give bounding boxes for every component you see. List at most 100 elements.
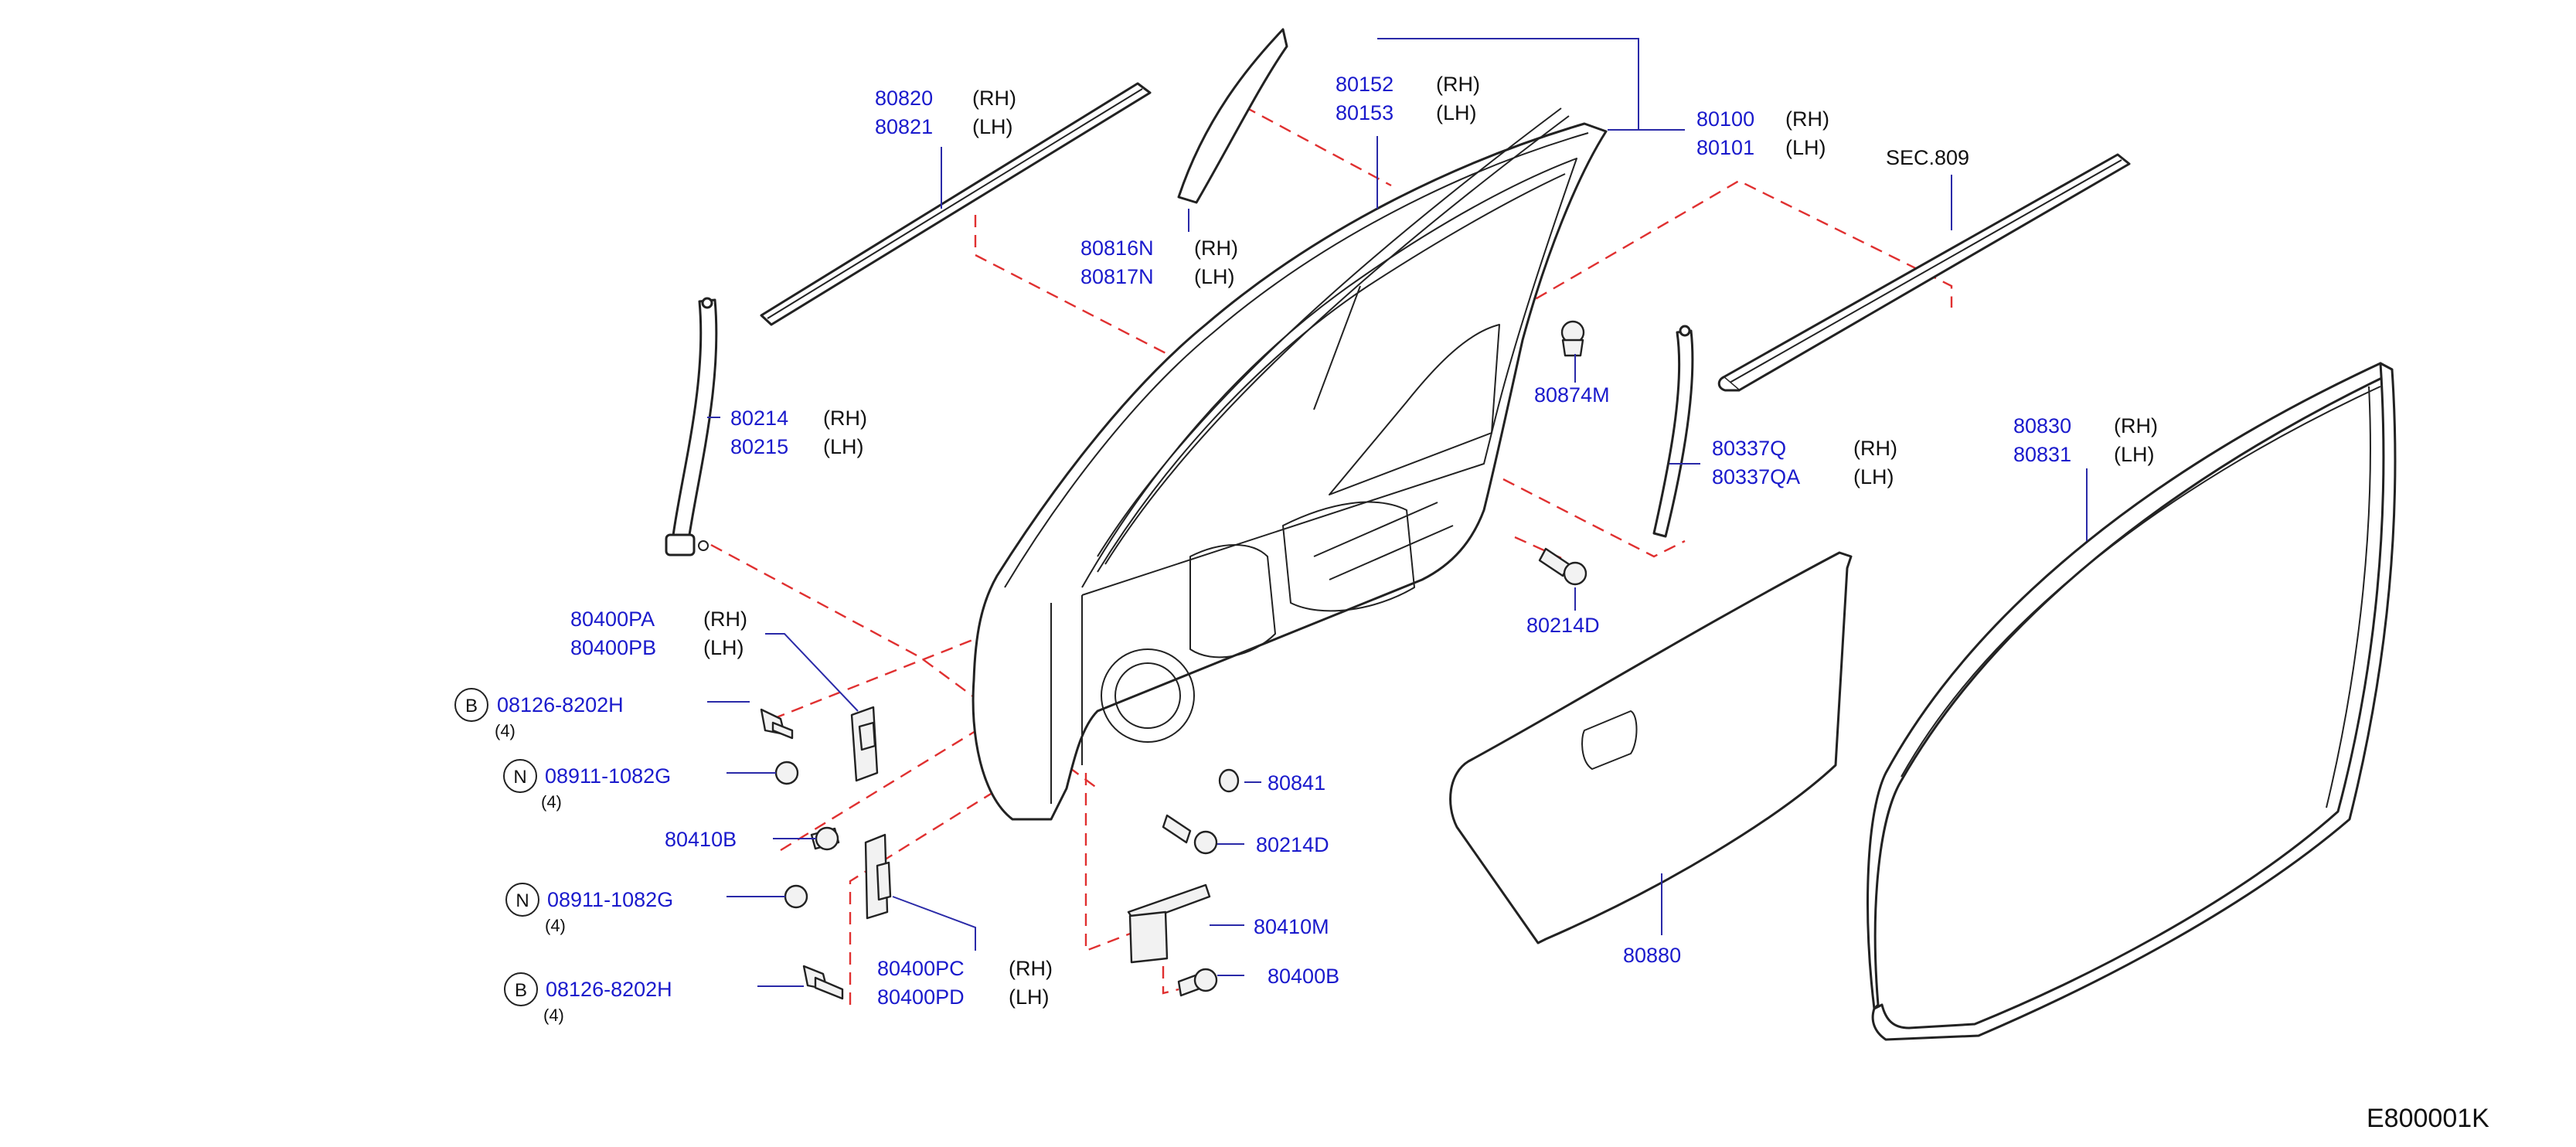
side-rh: (RH) bbox=[1009, 957, 1053, 980]
label-sec809[interactable]: SEC.809 bbox=[1886, 146, 1969, 169]
plug-80841 bbox=[1218, 768, 1240, 793]
part-number-80337QA: 80337QA bbox=[1712, 465, 1800, 488]
letter-circle bbox=[505, 883, 539, 917]
letter-circle bbox=[504, 972, 538, 1006]
side-lh: (LH) bbox=[972, 115, 1013, 138]
label-80100[interactable]: 80100 (RH) 80101 (LH) bbox=[1696, 107, 1829, 159]
part-number-80152: 80152 bbox=[1336, 73, 1393, 96]
part-number-80410B: 80410B bbox=[665, 828, 737, 851]
side-rh: (RH) bbox=[823, 407, 867, 430]
label-80830[interactable]: 80830 (RH) 80831 (LH) bbox=[2013, 414, 2158, 466]
part-number-80400PD: 80400PD bbox=[877, 985, 965, 1009]
diagram-reference-code: E800001K bbox=[2367, 1104, 2489, 1133]
bolt-08126-bottom bbox=[802, 965, 844, 1000]
side-rh: (RH) bbox=[1853, 437, 1897, 460]
label-80214D-top[interactable]: 80214D bbox=[1526, 614, 1600, 637]
door-sealing-screen-80880 bbox=[1449, 551, 1853, 944]
part-number-80410M: 80410M bbox=[1254, 915, 1329, 938]
nut-08911-top bbox=[774, 761, 799, 785]
part-number-80874M: 80874M bbox=[1534, 383, 1610, 407]
part-number-80337Q: 80337Q bbox=[1712, 437, 1786, 460]
part-number-80817N: 80817N bbox=[1080, 265, 1154, 288]
label-80400PA[interactable]: 80400PA (RH) 80400PB (LH) bbox=[570, 608, 747, 659]
part-number-80214: 80214 bbox=[730, 407, 788, 430]
part-number-80400PC: 80400PC bbox=[877, 957, 965, 980]
part-number-80880: 80880 bbox=[1623, 944, 1681, 967]
side-rh: (RH) bbox=[1785, 107, 1829, 131]
glass-run-80152 bbox=[1097, 107, 1570, 565]
label-80874M[interactable]: 80874M bbox=[1534, 383, 1610, 407]
label-80410M[interactable]: 80410M bbox=[1254, 915, 1329, 938]
side-rh: (RH) bbox=[2114, 414, 2158, 437]
label-80820[interactable]: 80820 (RH) 80821 (LH) bbox=[875, 87, 1016, 138]
part-number-80400B: 80400B bbox=[1268, 965, 1339, 988]
part-number-80215: 80215 bbox=[730, 435, 788, 458]
part-number-80841: 80841 bbox=[1268, 771, 1325, 795]
part-number-80821: 80821 bbox=[875, 115, 933, 138]
bolt-80214D-bottom bbox=[1162, 814, 1218, 855]
section-reference: SEC.809 bbox=[1886, 146, 1969, 169]
label-80337Q[interactable]: 80337Q (RH) 80337QA (LH) bbox=[1712, 437, 1897, 488]
leader-lines bbox=[707, 38, 2088, 987]
part-number-80830: 80830 bbox=[2013, 414, 2071, 437]
side-rh: (RH) bbox=[1194, 237, 1238, 260]
part-number-80820: 80820 bbox=[875, 87, 933, 110]
part-number-08126-8202H: 08126-8202H bbox=[497, 693, 624, 716]
label-80152[interactable]: 80152 (RH) 80153 (LH) bbox=[1336, 73, 1480, 124]
rear-sash-80337Q bbox=[1652, 325, 1694, 538]
bolt-80214D-top bbox=[1538, 547, 1587, 586]
side-lh: (LH) bbox=[1436, 101, 1477, 124]
bolt-80410B bbox=[810, 826, 840, 851]
label-80880[interactable]: 80880 bbox=[1623, 944, 1681, 967]
label-08126-top[interactable]: B 08126-8202H (4) bbox=[454, 688, 624, 740]
door-weatherstrip-80830 bbox=[1866, 362, 2397, 1041]
part-number-80400PB: 80400PB bbox=[570, 636, 656, 659]
label-08911-top[interactable]: N 08911-1082G (4) bbox=[503, 759, 671, 812]
side-rh: (RH) bbox=[972, 87, 1016, 110]
letter-circle bbox=[454, 688, 488, 722]
label-80214[interactable]: 80214 (RH) 80215 (LH) bbox=[730, 407, 867, 458]
part-number-08126-8202H: 08126-8202H bbox=[546, 978, 672, 1001]
label-80816N[interactable]: 80816N (RH) 80817N (LH) bbox=[1080, 237, 1238, 288]
letter-circle bbox=[503, 759, 537, 793]
label-80400PC[interactable]: 80400PC (RH) 80400PD (LH) bbox=[877, 957, 1053, 1009]
circle-letter: B bbox=[465, 696, 478, 716]
label-08126-bottom[interactable]: B 08126-8202H (4) bbox=[504, 972, 672, 1025]
bolt-80400B bbox=[1177, 968, 1218, 997]
part-number-08911-1082G: 08911-1082G bbox=[545, 764, 671, 788]
circle-letter: B bbox=[515, 980, 527, 1001]
quantity: (4) bbox=[541, 792, 562, 812]
part-number-80816N: 80816N bbox=[1080, 237, 1154, 260]
door-shell[interactable] bbox=[972, 122, 1608, 821]
check-link-80410M bbox=[1127, 883, 1211, 964]
part-number-80101: 80101 bbox=[1696, 136, 1754, 159]
hinge-80400PA bbox=[850, 706, 879, 782]
side-lh: (LH) bbox=[703, 636, 744, 659]
part-number-08911-1082G: 08911-1082G bbox=[547, 888, 673, 911]
sash-finisher-80816N bbox=[1177, 28, 1288, 204]
part-number-80153: 80153 bbox=[1336, 101, 1393, 124]
side-lh: (LH) bbox=[1853, 465, 1894, 488]
label-08911-bottom[interactable]: N 08911-1082G (4) bbox=[505, 883, 673, 935]
hinge-80400PC bbox=[864, 833, 892, 920]
weatherstrip-sec809 bbox=[1717, 153, 2131, 392]
part-number-80214D: 80214D bbox=[1256, 833, 1329, 856]
side-rh: (RH) bbox=[703, 608, 747, 631]
nut-08911-bottom bbox=[784, 884, 808, 909]
part-number-80214D: 80214D bbox=[1526, 614, 1600, 637]
bolt-08126-top bbox=[760, 708, 794, 740]
part-number-80831: 80831 bbox=[2013, 443, 2071, 466]
outer-belt-molding-80820 bbox=[760, 82, 1152, 326]
label-80400B[interactable]: 80400B bbox=[1268, 965, 1339, 988]
side-lh: (LH) bbox=[1009, 985, 1050, 1009]
front-sash-channel-80214 bbox=[665, 297, 718, 556]
label-80841[interactable]: 80841 bbox=[1268, 771, 1325, 795]
side-rh: (RH) bbox=[1436, 73, 1480, 96]
part-number-80100: 80100 bbox=[1696, 107, 1754, 131]
part-number-80400PA: 80400PA bbox=[570, 608, 655, 631]
label-80410B[interactable]: 80410B bbox=[665, 828, 737, 851]
label-80214D-bottom[interactable]: 80214D bbox=[1256, 833, 1329, 856]
quantity: (4) bbox=[543, 1006, 564, 1025]
quantity: (4) bbox=[495, 721, 516, 740]
